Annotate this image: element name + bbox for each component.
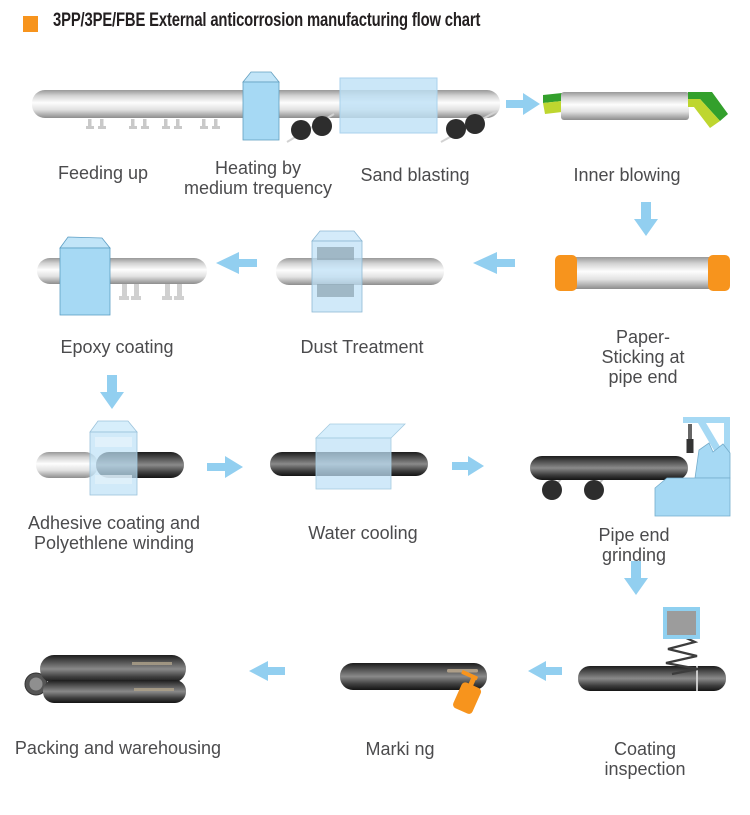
pipe xyxy=(43,680,186,703)
stage-label-sand-blasting: Sand blasting xyxy=(360,165,470,185)
pipe xyxy=(530,456,688,480)
stage-label-heating: Heating by medium trequency xyxy=(183,158,333,198)
nozzle-right-edge xyxy=(688,92,728,121)
stage-label-adhesive-winding: Adhesive coating and Polyethlene winding xyxy=(27,513,201,553)
pipe-marking-text xyxy=(134,688,174,691)
water-cooling-illustration xyxy=(270,423,428,490)
arrow-right-icon xyxy=(452,456,484,476)
roller xyxy=(291,120,311,140)
pipe-end-core xyxy=(29,677,43,691)
stage-label-packing: Packing and warehousing xyxy=(14,738,222,758)
page-title: 3PP/3PE/FBE External anticorrosion manuf… xyxy=(53,10,481,31)
arrow-down-icon xyxy=(100,375,124,409)
pipe-seam xyxy=(696,666,698,691)
winding-box-slot xyxy=(95,475,132,484)
stage-label-dust-treatment: Dust Treatment xyxy=(300,337,424,357)
stage-label-water-cooling: Water cooling xyxy=(308,523,418,543)
nozzle-left-body xyxy=(543,101,562,114)
winding-box-top xyxy=(89,420,138,433)
pipe-supports xyxy=(119,284,184,300)
grinder-tool xyxy=(686,439,694,453)
stage-label-epoxy-coating: Epoxy coating xyxy=(60,337,174,357)
title-bullet-icon xyxy=(23,16,38,32)
paper-sticking-illustration xyxy=(555,255,730,291)
stage-label-coating-inspection: Coating inspection xyxy=(604,739,686,779)
marking-illustration xyxy=(340,663,487,714)
pipe xyxy=(578,666,726,691)
heating-box xyxy=(242,81,280,141)
spray-gun xyxy=(453,670,482,714)
grinder-frame xyxy=(683,417,730,423)
roller xyxy=(312,116,332,136)
arrow-right-icon xyxy=(506,93,540,115)
epoxy-box xyxy=(59,247,111,316)
dust-box-top xyxy=(311,230,363,242)
stage-label-marking: Marki ng xyxy=(365,739,435,759)
bare-pipe xyxy=(36,452,98,478)
paper-band-left xyxy=(555,255,577,291)
roller xyxy=(542,480,562,500)
stage-label-inner-blowing: Inner blowing xyxy=(573,165,681,185)
adhesive-winding-illustration xyxy=(36,420,184,496)
stage-label-paper-sticking: Paper-Sticking at pipe end xyxy=(601,327,685,387)
pipe xyxy=(40,655,186,683)
arrow-right-icon xyxy=(207,456,243,478)
packing-illustration xyxy=(24,655,186,703)
dust-box-vent xyxy=(317,247,354,260)
grinder-spindle xyxy=(688,424,692,439)
coating-inspection-illustration xyxy=(578,607,726,691)
heating-unit-illustration xyxy=(242,71,335,143)
arrow-down-icon xyxy=(634,202,658,236)
arrow-left-icon xyxy=(216,252,257,274)
chart-header: 3PP/3PE/FBE External anticorrosion manuf… xyxy=(0,0,750,48)
winding-box-slot xyxy=(95,437,132,447)
paper-band-right xyxy=(708,255,730,291)
pipe xyxy=(561,92,689,120)
epoxy-box-top xyxy=(59,236,111,249)
arrow-left-icon xyxy=(473,252,515,274)
grinder-wedge xyxy=(694,442,731,479)
pipe-supports xyxy=(86,119,220,129)
roller xyxy=(465,114,485,134)
stage-label-feeding-up: Feeding up xyxy=(57,163,149,183)
grinder-frame xyxy=(724,417,730,457)
heating-box-top xyxy=(242,71,280,83)
grinder-base xyxy=(654,477,731,517)
roller xyxy=(446,119,466,139)
stage-label-pipe-end-grinding: Pipe end grinding xyxy=(598,525,670,565)
nozzle-left xyxy=(543,93,562,103)
dust-treatment-illustration xyxy=(276,230,444,313)
grinder-strut xyxy=(698,423,722,454)
nozzle-right-body xyxy=(688,99,720,128)
cooling-box xyxy=(315,437,392,490)
sand-blasting-illustration xyxy=(339,77,498,143)
epoxy-coating-illustration xyxy=(37,236,207,316)
pipe xyxy=(558,257,727,289)
inspection-spring xyxy=(665,635,699,676)
inspection-probe xyxy=(663,607,700,639)
arrow-left-icon xyxy=(528,661,562,681)
pipe-end-grinding-illustration xyxy=(530,417,731,517)
cooling-box-top xyxy=(315,423,406,439)
arrow-left-icon xyxy=(249,661,285,681)
inner-blowing-illustration xyxy=(543,92,728,128)
dust-box-vent xyxy=(317,284,354,297)
roller xyxy=(584,480,604,500)
blasting-chamber xyxy=(339,77,438,134)
pipe-marking-text xyxy=(132,662,172,665)
arrow-down-icon xyxy=(624,561,648,595)
